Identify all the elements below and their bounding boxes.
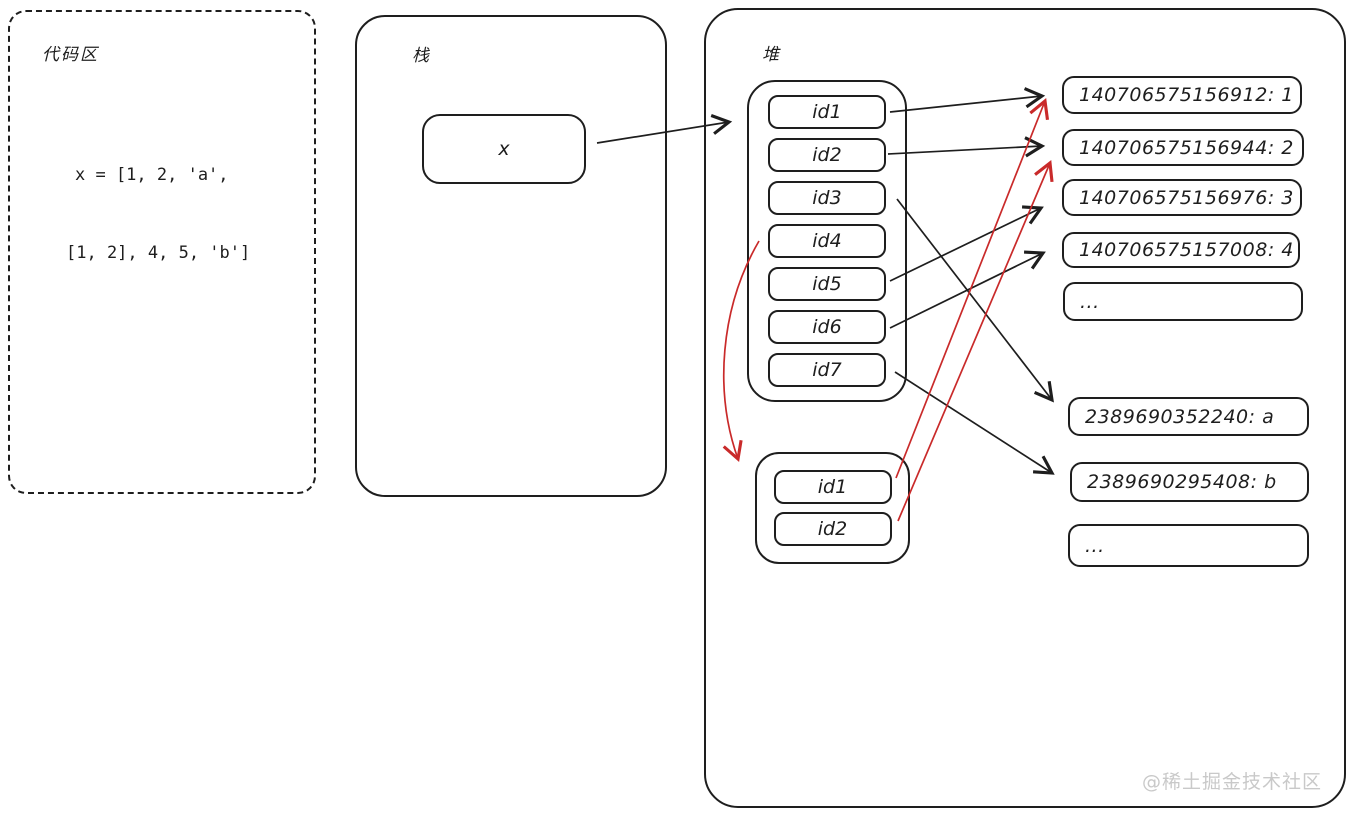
code-line: [1, 2], 4, 5, 'b']: [66, 243, 251, 263]
value-box-int2: 140706575156944: 2: [1062, 129, 1304, 166]
value-box-str-b: 2389690295408: b: [1070, 462, 1309, 502]
value-box-int3: 140706575156976: 3: [1062, 179, 1302, 216]
inner-list-object: id1 id2: [755, 452, 910, 564]
inner-id1-box: id1: [773, 470, 892, 504]
value-box-ellipsis-bottom: ...: [1068, 524, 1309, 567]
inner-id2-box: id2: [773, 512, 892, 546]
code-area-label: 代码区: [42, 45, 99, 65]
juejin-watermark: @稀土掘金技术社区: [1141, 771, 1322, 793]
code-area-panel: 代码区 x = [1, 2, 'a', [1, 2], 4, 5, 'b']: [8, 10, 316, 494]
heap-label: 堆: [762, 45, 781, 65]
outer-id7-box: id7: [768, 353, 886, 387]
heap-panel: 堆 id1 id2 id3 id4 id5 id6 id7 id1 id2 14…: [704, 8, 1346, 808]
stack-panel: 栈 x: [355, 15, 667, 497]
value-box-int4: 140706575157008: 4: [1062, 232, 1300, 268]
outer-id6-box: id6: [768, 310, 886, 344]
outer-id2-box: id2: [768, 138, 886, 172]
outer-id1-box: id1: [768, 95, 886, 129]
outer-id4-box: id4: [768, 224, 886, 258]
value-box-ellipsis-top: ...: [1063, 282, 1303, 321]
code-line: x = [1, 2, 'a',: [75, 165, 229, 185]
outer-id5-box: id5: [768, 267, 886, 301]
stack-label: 栈: [412, 46, 431, 66]
code-snippet: x = [1, 2, 'a', [1, 2], 4, 5, 'b']: [66, 110, 250, 318]
value-box-int1: 140706575156912: 1: [1062, 76, 1302, 114]
outer-list-object: id1 id2 id3 id4 id5 id6 id7: [747, 80, 907, 402]
outer-id3-box: id3: [768, 181, 886, 215]
value-box-str-a: 2389690352240: a: [1068, 397, 1309, 436]
stack-variable-x-box: x: [422, 114, 586, 184]
